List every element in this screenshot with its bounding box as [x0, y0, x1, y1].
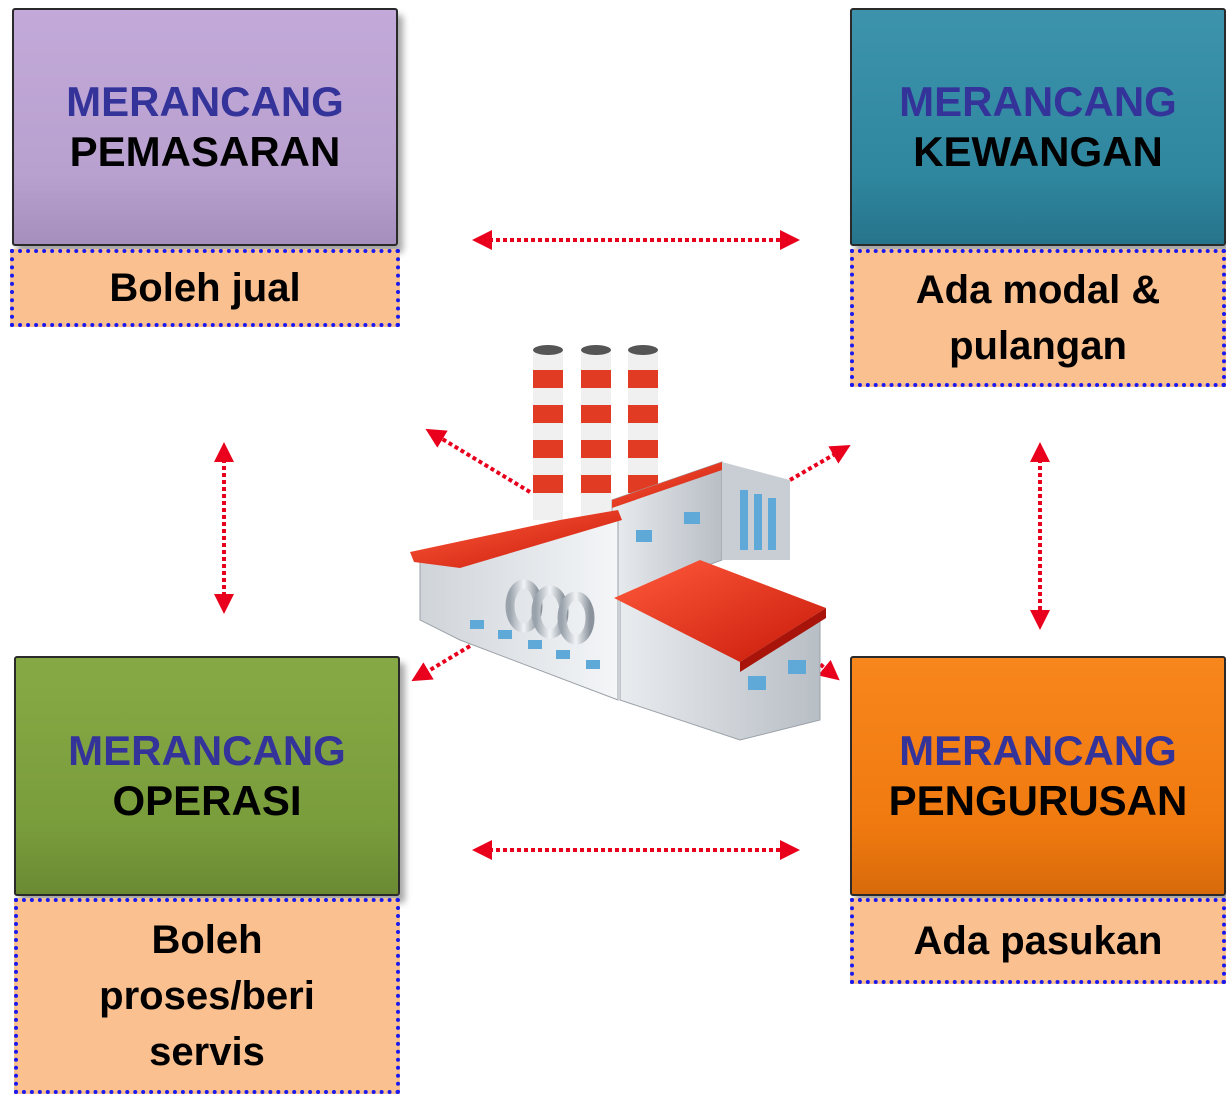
box-verb: MERANCANG: [66, 78, 344, 125]
box-title: OPERASI: [112, 777, 302, 824]
connector-diag-tl: [425, 428, 532, 494]
note-operasi: Boleh proses/beri servis: [14, 898, 400, 1094]
connector-diag-bl: [411, 644, 472, 682]
box-merancang-kewangan: MERANCANG KEWANGAN: [850, 8, 1226, 246]
note-pengurusan: Ada pasukan: [850, 898, 1226, 984]
box-merancang-pemasaran: MERANCANG PEMASARAN: [12, 8, 398, 246]
box-verb: MERANCANG: [899, 727, 1177, 774]
box-title: PENGURUSAN: [888, 777, 1188, 824]
note-text: Boleh jual: [109, 266, 301, 310]
note-text: Ada pasukan: [913, 919, 1163, 963]
note-kewangan: Ada modal & pulangan: [850, 249, 1226, 387]
note-text: Boleh proses/beri servis: [99, 918, 315, 1074]
pipe-coils-icon: [505, 579, 595, 645]
box-title: KEWANGAN: [913, 128, 1163, 175]
box-merancang-pengurusan: MERANCANG PENGURUSAN: [850, 656, 1226, 896]
chimney-group: [533, 345, 658, 520]
box-verb: MERANCANG: [68, 727, 346, 774]
box-title: PEMASARAN: [69, 128, 341, 175]
box-merancang-operasi: MERANCANG OPERASI: [14, 656, 400, 896]
note-pemasaran: Boleh jual: [10, 249, 400, 327]
note-text: Ada modal & pulangan: [915, 268, 1161, 368]
box-verb: MERANCANG: [899, 78, 1177, 125]
connector-diag-tr: [789, 445, 851, 482]
